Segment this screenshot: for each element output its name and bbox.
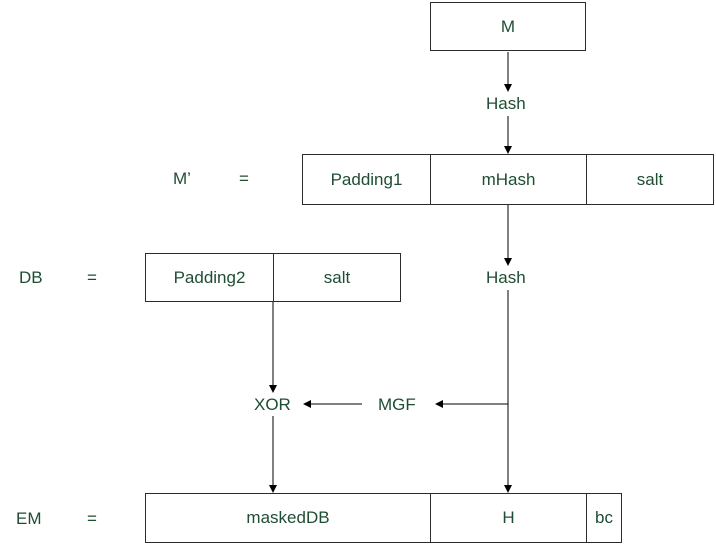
h-cell: H <box>430 493 587 543</box>
mprime-label: M’ <box>173 169 191 188</box>
mgf-label: MGF <box>378 395 416 414</box>
mprime-equals: = <box>239 169 249 188</box>
padding1-cell: Padding1 <box>302 154 431 205</box>
salt-cell-db: salt <box>273 253 401 302</box>
message-box: M <box>430 2 586 51</box>
mhash-cell: mHash <box>430 154 587 205</box>
em-equals: = <box>87 509 97 528</box>
maskeddb-label: maskedDB <box>246 508 330 527</box>
h-label: H <box>502 508 515 527</box>
maskeddb-cell: maskedDB <box>145 493 431 543</box>
salt-label-mprime: salt <box>636 169 664 189</box>
padding1-label: Padding1 <box>330 169 403 189</box>
message-label: M <box>500 16 516 36</box>
db-equals: = <box>87 268 97 287</box>
salt-label-db: salt <box>323 267 351 287</box>
bc-cell: bc <box>586 493 622 543</box>
bc-label: bc <box>595 508 613 527</box>
db-label: DB <box>19 268 43 287</box>
hash-label-top: Hash <box>486 94 526 113</box>
padding2-label: Padding2 <box>173 267 246 287</box>
salt-cell-mprime: salt <box>586 154 714 205</box>
padding2-cell: Padding2 <box>145 253 274 302</box>
mhash-label: mHash <box>481 169 536 189</box>
em-label: EM <box>16 509 42 528</box>
xor-label: XOR <box>254 395 291 414</box>
hash-label-mid: Hash <box>486 268 526 287</box>
